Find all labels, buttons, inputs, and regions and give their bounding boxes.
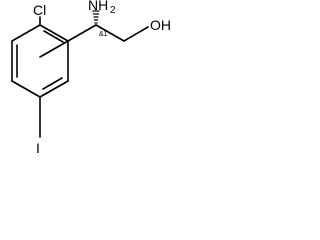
bond-ch2-to-hydroxyl — [123, 26, 149, 42]
chemical-structure-diagram: Cl NH 2 &1 OH I — [11, 0, 171, 156]
ring-bond-c6-c1 — [11, 24, 41, 42]
chlorine-label: Cl — [33, 2, 46, 18]
bond-chiral-carbon-to-ch2 — [95, 24, 125, 42]
benzene-ring — [11, 24, 69, 98]
ring-bond-c1-c2 — [39, 40, 69, 58]
hydroxyl-label: OH — [150, 17, 171, 33]
ring-double-bond-inner-1 — [43, 30, 64, 43]
stereo-annotation: &1 — [99, 31, 108, 38]
amine-subscript: 2 — [110, 5, 116, 16]
ring-bond-c1-ring — [39, 24, 69, 42]
ring-double-bond-inner-2 — [42, 77, 63, 90]
bond-ring-to-chiral-carbon — [67, 24, 97, 42]
amine-label: NH — [88, 0, 108, 13]
ring-bond-c4-c5 — [11, 80, 41, 98]
iodine-label: I — [36, 140, 40, 156]
hashed-wedge-bond-to-amine — [92, 10, 100, 24]
ring-bond-c3-c4 — [39, 80, 69, 98]
